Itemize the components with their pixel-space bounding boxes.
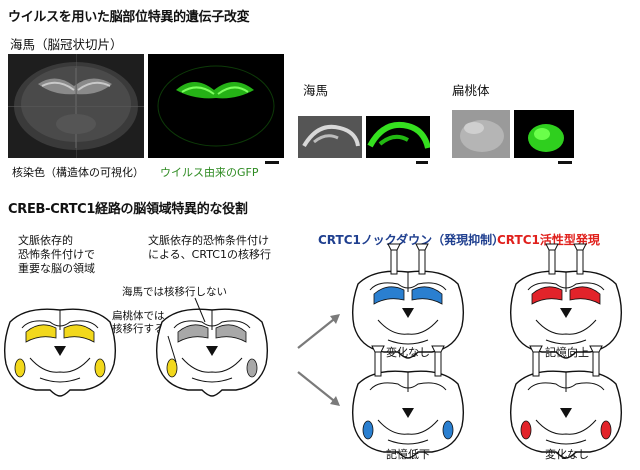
arrow-down-icon (297, 371, 340, 406)
brain-regions-diagram (3, 308, 117, 397)
page-title: ウイルスを用いた脳部位特異的遺伝子改変 (8, 10, 250, 25)
amygdala-gfp-image (514, 110, 574, 158)
pointer-line (167, 335, 177, 363)
result-act-amygdala: 変化なし (545, 448, 589, 461)
callout-line: 核移行する (112, 323, 165, 335)
note-translocation: 文脈依存的恐怖条件付け による、CRTC1の核移行 (148, 234, 271, 262)
brain-translocation-diagram (155, 308, 269, 397)
note-regions: 文脈依存的 恐怖条件付けで 重要な脳の領域 (18, 234, 95, 276)
kd-hippocampus-diagram (351, 243, 465, 359)
result-kd-hippocampus: 変化なし (386, 346, 430, 359)
gfp-image (148, 54, 284, 158)
act-amygdala-diagram (509, 345, 623, 459)
nuclear-stain-image (8, 54, 144, 158)
hippocampus-section-label: 海馬（脳冠状切片） (10, 37, 123, 52)
amygdala-gray-image (452, 110, 510, 158)
result-act-hippocampus: 記憶向上 (545, 346, 589, 359)
callout-line: 扁桃体では (112, 310, 165, 322)
pointer-line (194, 297, 206, 323)
hippocampus-label: 海馬 (303, 83, 329, 98)
scale-bar-amygdala (558, 161, 572, 164)
callout-amygdala: 扁桃体では 核移行する (112, 310, 165, 336)
caption-virus: ウイルス由来のGFP (160, 166, 259, 179)
scale-bar (265, 161, 279, 164)
section-title: CREB-CRTC1経路の脳領域特異的な役割 (8, 202, 248, 217)
callout-hippocampus: 海馬では核移行しない (122, 286, 227, 298)
note-line: 文脈依存的恐怖条件付け (148, 234, 269, 247)
note-line: 重要な脳の領域 (18, 262, 95, 275)
act-hippocampus-diagram (509, 243, 623, 359)
kd-amygdala-diagram (351, 345, 465, 459)
scale-bar-hippocampus (416, 161, 428, 164)
arrow-up-icon (297, 314, 340, 349)
amygdala-label: 扁桃体 (452, 83, 490, 98)
hippocampus-gray-image (298, 116, 362, 158)
note-line: 恐怖条件付けで (18, 248, 95, 261)
hippocampus-gfp-image (366, 116, 430, 158)
knockdown-title: CRTC1ノックダウン（発現抑制） (318, 233, 505, 247)
note-line: 文脈依存的 (18, 234, 73, 247)
result-kd-amygdala: 記憶低下 (386, 448, 430, 461)
caption-nuclear: 核染色（構造体の可視化） (12, 166, 144, 179)
note-line: による、CRTC1の核移行 (148, 248, 271, 261)
